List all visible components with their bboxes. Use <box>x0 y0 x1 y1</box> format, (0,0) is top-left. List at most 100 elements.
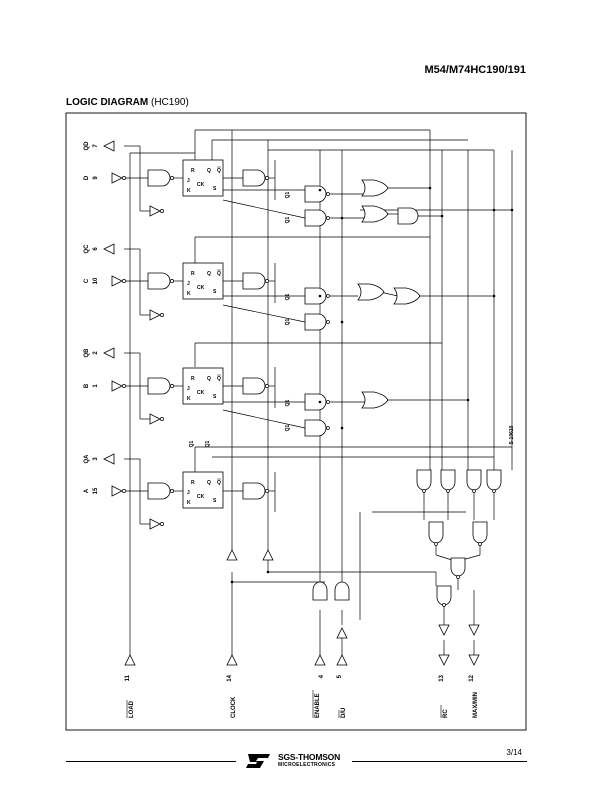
ff4-pin-ck: CK <box>197 494 205 500</box>
pin-number-maxmin: 12 <box>469 674 475 681</box>
pin-label-a: A <box>84 488 90 493</box>
pin-number-qc: 6 <box>93 247 99 251</box>
and-s2-bot <box>304 313 327 331</box>
nand-stage3 <box>147 377 171 395</box>
pin-label-qb: QB <box>84 348 90 358</box>
buffer-d <box>111 172 123 184</box>
and-s1-top <box>304 185 327 203</box>
ff2-pin-j: J <box>187 281 190 287</box>
pin-label-load: LOAD <box>129 700 135 718</box>
ff1-pin-r: R <box>191 168 195 174</box>
input-gates <box>147 169 266 500</box>
document-title: M54/M74HC190/191 <box>424 64 526 76</box>
gate-r3a <box>361 391 389 409</box>
ff2-pin-ck: CK <box>197 285 205 291</box>
ff2-pin-s: S <box>213 289 217 295</box>
gate-r2a <box>357 283 385 301</box>
pin-number-qb: 2 <box>93 351 99 355</box>
bottom-buffers <box>124 549 480 666</box>
q1-label-s1: Q1 <box>285 191 291 198</box>
section-title: LOGIC DIAGRAM (HC190) <box>66 97 189 108</box>
buffer-rc-1 <box>438 624 450 636</box>
buffer-maxmin-2 <box>468 654 480 666</box>
pin-number-qd: 7 <box>93 144 99 148</box>
section-title-bold: LOGIC DIAGRAM <box>66 97 149 108</box>
buffer-qc <box>103 243 115 255</box>
pin-number-clock: 14 <box>227 674 233 681</box>
ff2-pin-q: Q <box>207 271 211 277</box>
pin-number-a: 15 <box>93 487 99 494</box>
q1bar-label-s4: Q1 <box>205 440 211 447</box>
ff1-pin-q: Q <box>207 168 211 174</box>
gate-r1b <box>361 205 389 223</box>
ff1-pin-qbar: Q <box>217 168 221 174</box>
pin-label-qa: QA <box>84 454 90 464</box>
pin-label-du: D/U <box>341 708 347 718</box>
and-s3-bot <box>304 419 327 437</box>
pin-label-enable: ENABLE <box>315 693 321 718</box>
ff3-pin-q: Q <box>207 376 211 382</box>
ff2-pin-qbar: Q <box>217 271 221 277</box>
q1bar-label-s2: Q1 <box>285 318 291 325</box>
pin-number-enable: 4 <box>319 674 325 678</box>
inverter-clock <box>226 549 238 561</box>
buffer-b <box>111 380 123 392</box>
flip-flops <box>182 159 224 509</box>
q1-label-s2: Q1 <box>285 293 291 300</box>
inverter-du <box>336 627 348 639</box>
q1-labels: Q1 Q1 Q1 Q1 Q1 Q1 Q1 Q1 S-10610 <box>189 191 515 447</box>
gate-v1 <box>416 469 432 491</box>
footer-rule-right <box>352 761 527 762</box>
and-s3-top <box>304 393 327 411</box>
pin-label-qc: QC <box>84 244 90 254</box>
and-s2-top <box>304 287 327 305</box>
gate-ff4-right <box>242 482 266 500</box>
q1bar-label-s1: Q1 <box>285 216 291 223</box>
gate-du <box>334 581 350 601</box>
ff3-pin-ck: CK <box>197 390 205 396</box>
pin-number-b: 1 <box>93 384 99 388</box>
ff4-pin-j: J <box>187 490 190 496</box>
ff3-pin-j: J <box>187 386 190 392</box>
inverter-clock-2 <box>262 549 274 561</box>
buffer-c <box>111 275 123 287</box>
pin-number-load: 11 <box>125 674 131 681</box>
gate-v4 <box>486 469 502 491</box>
ff1-pin-s: S <box>213 186 217 192</box>
pin-label-qd: QD <box>84 141 90 151</box>
left-buffers <box>103 140 161 530</box>
gate-r2b <box>393 287 421 305</box>
buffer-qd <box>103 140 115 152</box>
pin-label-b: B <box>84 383 90 388</box>
ff3-pin-k: K <box>187 396 191 402</box>
pin-number-du: 5 <box>337 674 343 678</box>
gate-r1c <box>397 207 419 225</box>
pin-label-clock: CLOCK <box>231 696 237 718</box>
buffer-a <box>111 485 123 497</box>
page-number: 3/14 <box>506 748 522 757</box>
gate-v8 <box>436 585 452 606</box>
ff1-pin-j: J <box>187 178 190 184</box>
pin-number-c: 10 <box>93 277 99 284</box>
q1-label-s3: Q1 <box>285 399 291 406</box>
bottom-pin-labels: 11 LOAD 14 CLOCK 4 ENABLE 5 D/U 13 RC 12… <box>125 674 479 718</box>
pin-label-maxmin: MAX/MIN <box>473 692 479 718</box>
ff4-pin-q: Q <box>207 480 211 486</box>
ff4-pin-s: S <box>213 498 217 504</box>
buffer-du <box>336 654 348 666</box>
inverter-stage2 <box>149 309 161 321</box>
nand-stage4 <box>147 482 171 500</box>
ff3-pin-s: S <box>213 394 217 400</box>
pin-number-d: 9 <box>93 176 99 180</box>
pin-label-c: C <box>84 278 90 283</box>
ff1-pin-ck: CK <box>197 182 205 188</box>
inverter-stage1 <box>149 205 161 217</box>
pin-number-qa: 3 <box>93 457 99 461</box>
buffer-qb <box>103 347 115 359</box>
nand-stage1 <box>147 169 171 187</box>
gate-ff3-right <box>242 377 266 395</box>
ff4-pin-r: R <box>191 480 195 486</box>
left-pin-labels: QD 7 D 9 QC 6 C 10 QB 2 B 1 QA 3 A 15 <box>84 141 99 495</box>
